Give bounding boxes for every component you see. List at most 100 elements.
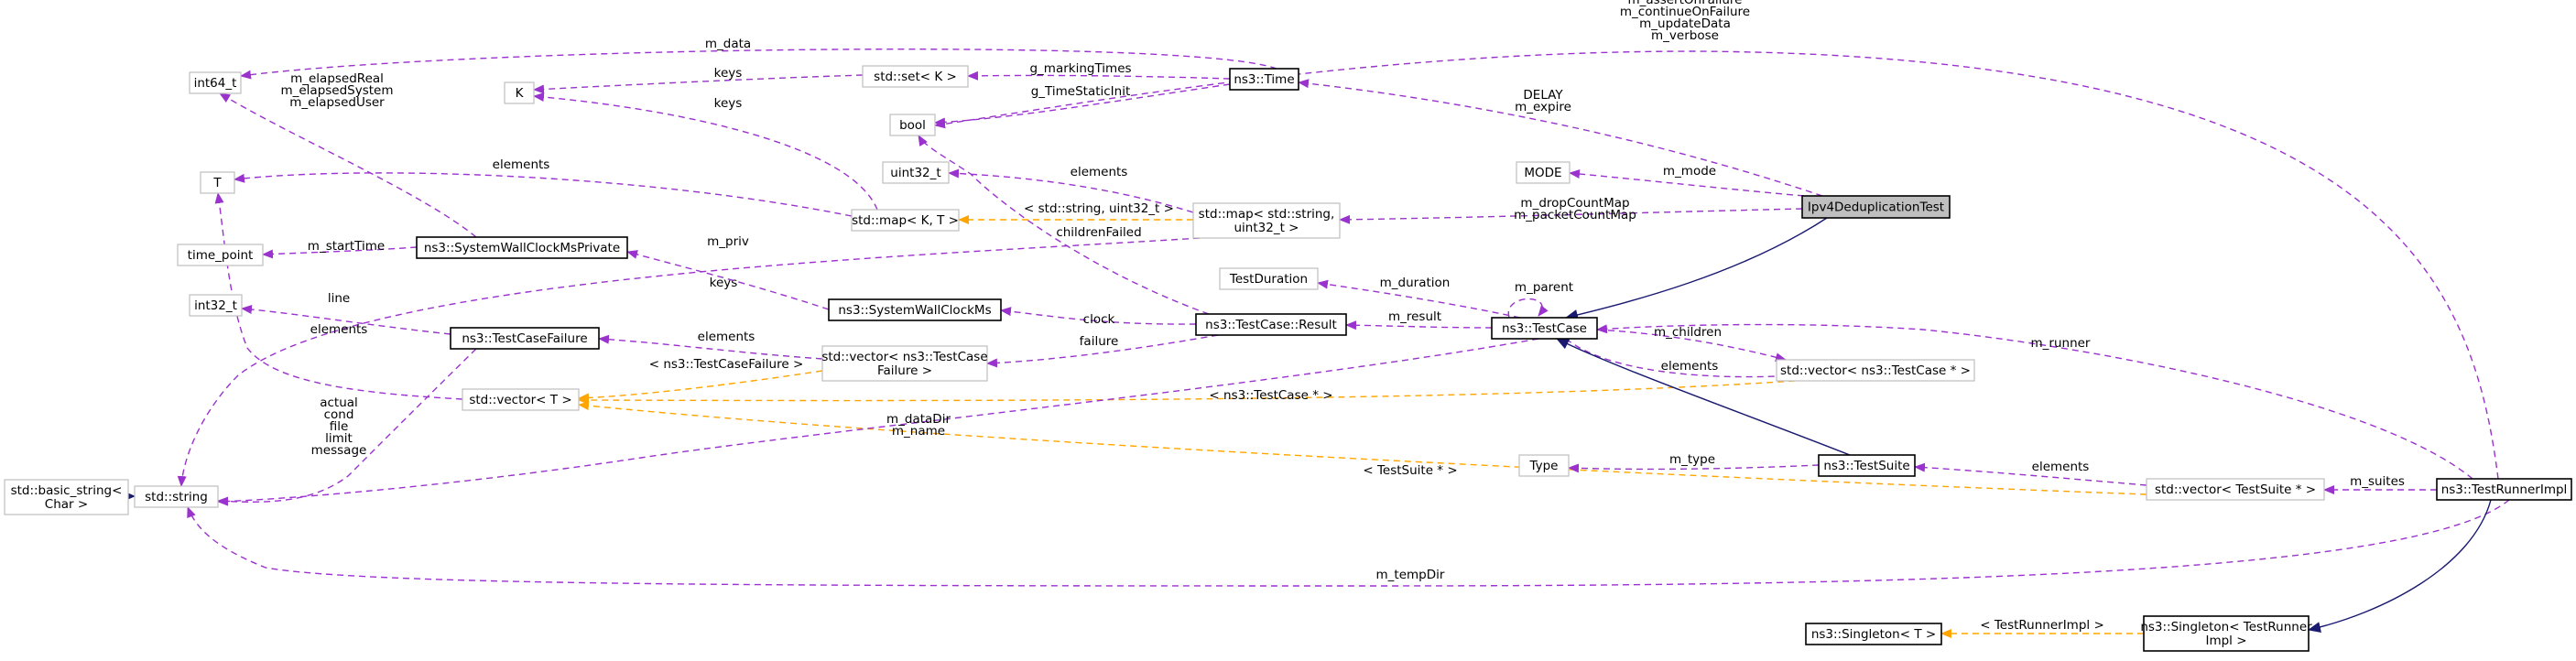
edge-line (578, 401, 2147, 495)
node-int32_t: int32_t (189, 294, 243, 317)
edge-int32_t-to-TestCaseFailure: line (241, 291, 451, 335)
edge-line (1569, 169, 1805, 197)
edge-label: keys (714, 66, 743, 81)
node-SWCMsPrivate[interactable]: ns3::SystemWallClockMsPrivate (416, 236, 628, 259)
edge-label: actual (320, 396, 358, 410)
edge-line (1298, 79, 1823, 197)
node-box (2436, 478, 2572, 501)
edge-label: elements (310, 322, 368, 337)
edge-label: m_suites (2350, 474, 2405, 489)
node-TestRunnerImpl[interactable]: ns3::TestRunnerImpl (2436, 478, 2572, 501)
edge-TestDuration-to-TestCase: m_duration (1317, 276, 1521, 319)
edge-label: m_continueOnFailure (1620, 5, 1750, 19)
edge-label: keys (710, 276, 738, 290)
edge-line (1000, 307, 1197, 325)
edge-label: m_data (705, 37, 751, 51)
edge-label: m_result (1388, 309, 1441, 324)
node-label: ns3::TestRunnerImpl (2441, 482, 2568, 497)
edge-line (934, 83, 1231, 127)
edge-line (578, 370, 823, 403)
edge-TestCaseFailure-to-vectorFailure: elements (598, 330, 823, 360)
node-TestDuration: TestDuration (1219, 267, 1319, 290)
edge-TestCase-to-TestCase: m_parent (1507, 280, 1573, 319)
edge-label: < TestSuite * > (1363, 463, 1457, 478)
edge-line (918, 135, 1210, 315)
node-K: K (504, 81, 535, 104)
node-box (1776, 359, 1975, 382)
edge-label: elements (493, 157, 550, 172)
edge-line (219, 92, 477, 238)
edge-line (187, 499, 2510, 587)
node-string: std::string (134, 485, 219, 508)
edge-label: cond (324, 407, 354, 422)
node-T: T (200, 171, 235, 194)
edge-Singleton-to-SingletonRunner: < TestRunnerImpl > (1940, 618, 2144, 638)
edge-TestRunnerImpl-to-TestCase: m_runner (1596, 323, 2473, 480)
edge-label: childrenFailed (1056, 225, 1141, 240)
node-label: std::vector< T > (469, 393, 571, 407)
edge-line (1596, 323, 2473, 480)
node-TestSuite[interactable]: ns3::TestSuite (1818, 454, 1916, 477)
node-box (882, 161, 950, 184)
edge-line (1556, 338, 1851, 456)
node-label: ns3::SystemWallClockMsPrivate (424, 241, 620, 255)
edge-label: file (330, 419, 349, 434)
node-int64_t: int64_t (189, 71, 242, 94)
edge-line (240, 49, 1277, 80)
edge-label: m_runner (2031, 336, 2091, 351)
edge-TestCase-to-TestSuite (1556, 338, 1851, 456)
edge-line (1345, 320, 1493, 330)
node-box (1801, 195, 1951, 219)
edge-line (578, 380, 1796, 406)
node-Ipv4DeduplicationTest[interactable]: Ipv4DeduplicationTest (1801, 195, 1951, 219)
edge-uint32_t-to-mapKT: elements (948, 165, 1194, 213)
node-label: std::map< std::string, (1199, 207, 1335, 222)
node-Time[interactable]: ns3::Time (1229, 68, 1299, 91)
node-TestCase[interactable]: ns3::TestCase (1491, 317, 1598, 340)
edge-label: m_tempDir (1376, 568, 1445, 582)
node-label: uint32_t > (1234, 221, 1299, 235)
node-SingletonRunner[interactable]: ns3::Singleton< TestRunnerImpl > (2140, 615, 2312, 652)
edge-label: < std::string, uint32_t > (1024, 201, 1174, 216)
node-time_point: time_point (177, 244, 264, 266)
node-Result[interactable]: ns3::TestCase::Result (1195, 313, 1347, 336)
edge-SWCMs-to-Result: clock (1000, 307, 1197, 327)
edge-label: m_packetCountMap (1514, 208, 1636, 222)
edge-vectorTestCase-to-TestCase: m_children (1596, 325, 1787, 363)
edge-label: m_parent (1515, 280, 1573, 295)
node-vectorFailure: std::vector< ns3::TestCaseFailure > (821, 345, 988, 382)
edge-mapKT-to-mapStr: < std::string, uint32_t > (958, 201, 1193, 224)
node-label: ns3::Singleton< TestRunner (2140, 620, 2312, 634)
edge-label: limit (325, 431, 353, 446)
node-box (189, 294, 243, 317)
node-label: T (212, 176, 222, 190)
node-label: Char > (45, 497, 88, 512)
edge-MODE-to-Ipv4DeduplicationTest: m_mode (1569, 164, 1805, 197)
edge-label: g_TimeStaticInit (1031, 84, 1131, 99)
node-label: ns3::Singleton< T > (1811, 627, 1936, 642)
node-box (134, 485, 219, 508)
edge-bool-to-Result: childrenFailed (918, 135, 1210, 315)
edge-label: elements (1661, 359, 1719, 374)
node-mapStr: std::map< std::string,uint32_t > (1192, 202, 1341, 239)
edge-line (1317, 279, 1521, 319)
node-SWCMs[interactable]: ns3::SystemWallClockMs (828, 298, 1002, 321)
node-TestCaseFailure[interactable]: ns3::TestCaseFailure (450, 327, 600, 350)
edge-TestSuite-to-vectorTestSuite: elements (1914, 460, 2147, 486)
node-label: uint32_t (890, 166, 940, 180)
edge-label: elements (698, 330, 755, 344)
node-set: std::set< K > (862, 65, 969, 88)
edge-label: line (328, 291, 350, 306)
node-Singleton[interactable]: ns3::Singleton< T > (1805, 623, 1942, 645)
edge-TestRunnerImpl-to-SingletonRunner (2308, 499, 2492, 633)
node-mapKT: std::map< K, T > (851, 209, 960, 232)
edge-label: m_type (1669, 452, 1715, 467)
edge-line (1914, 462, 2147, 486)
edge-TestCase-to-Ipv4DeduplicationTest (1565, 217, 1828, 320)
edge-label: message (311, 443, 367, 458)
node-label: std::set< K > (874, 70, 957, 84)
node-label: MODE (1524, 166, 1561, 180)
node-MODE: MODE (1516, 161, 1571, 184)
